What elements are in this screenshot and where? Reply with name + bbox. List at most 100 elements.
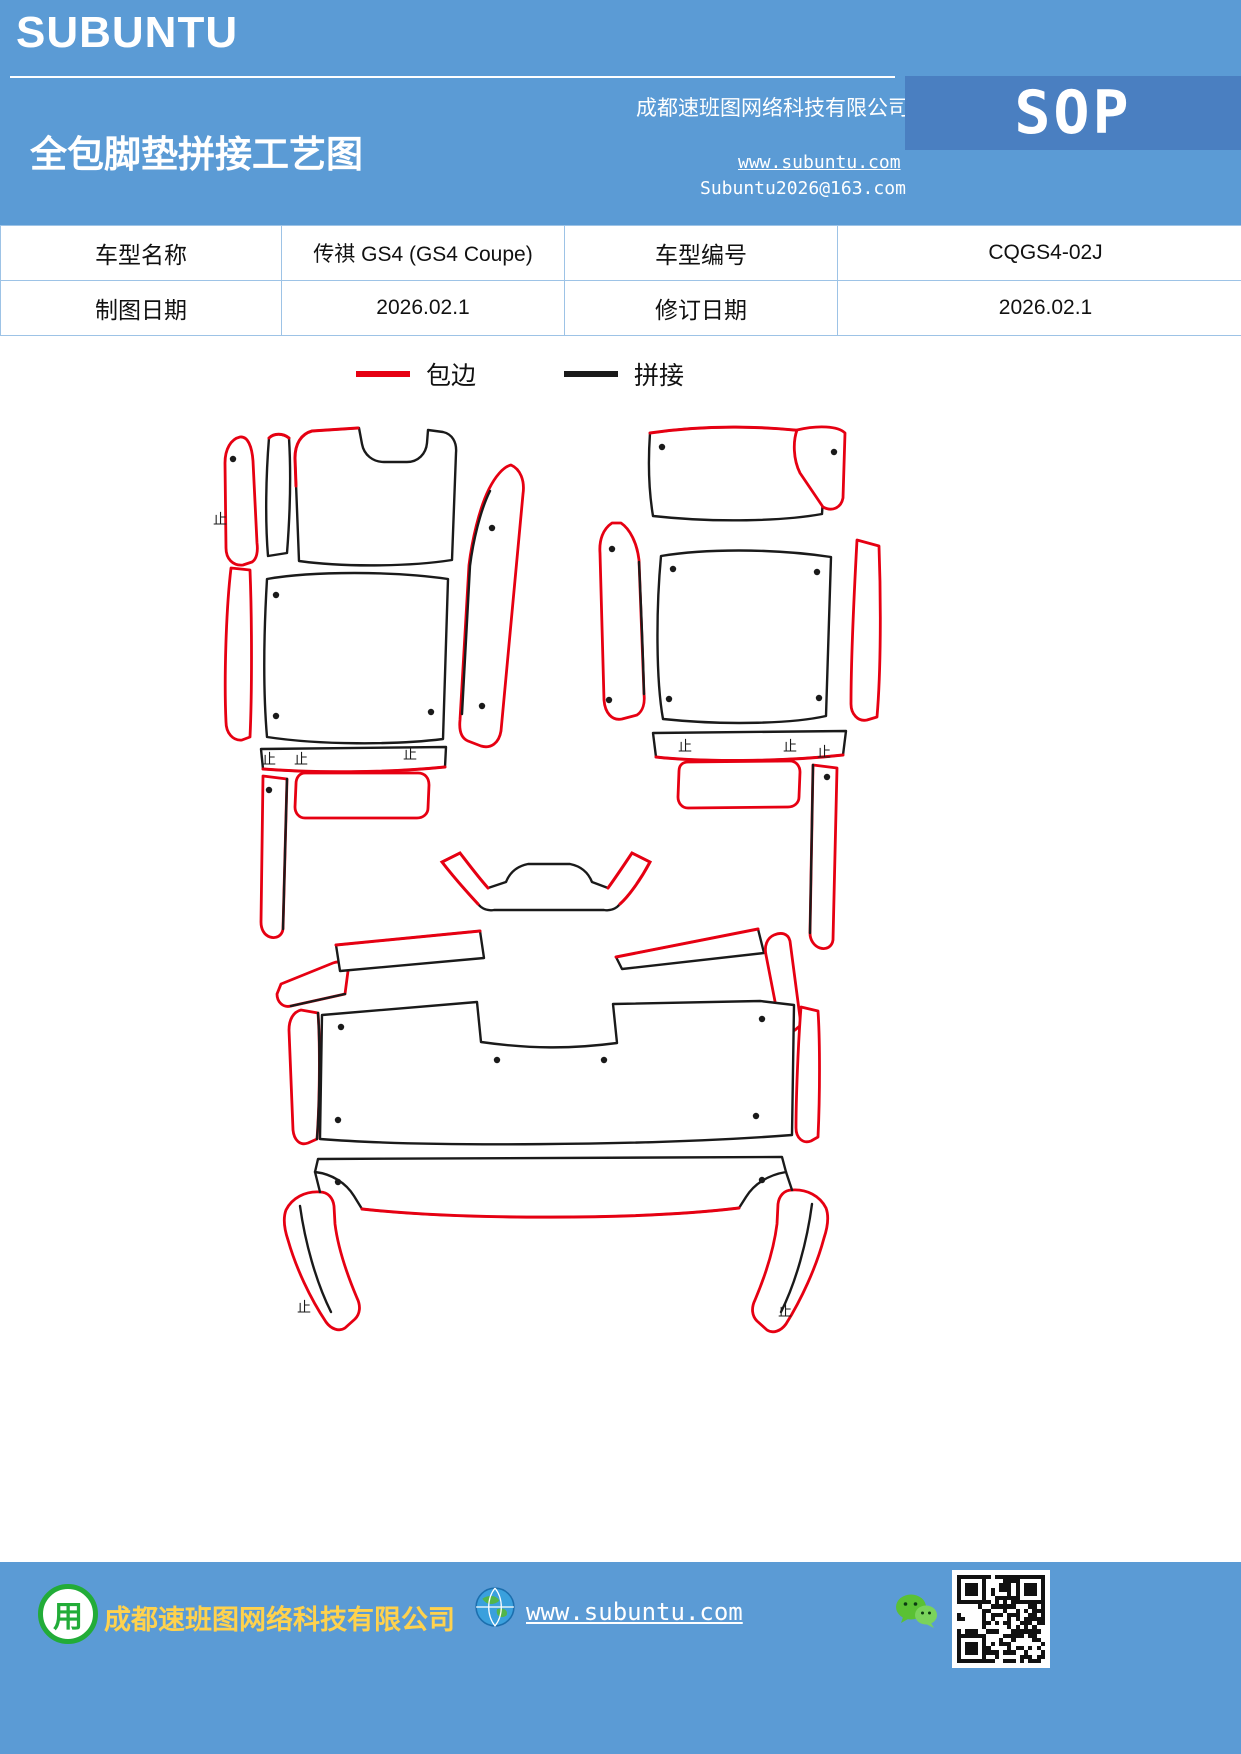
building-icon: 用 <box>38 1584 98 1644</box>
mat-piece <box>259 745 448 773</box>
legend-label-seam: 拼接 <box>634 362 685 390</box>
mat-piece <box>849 538 882 722</box>
mat-piece <box>287 1008 321 1146</box>
revise-date-value: 2026.02.1 <box>837 280 1241 336</box>
edge-binding-line <box>334 929 482 947</box>
fastener-dot <box>337 1023 345 1031</box>
seam-line <box>281 777 289 931</box>
fastener-dot <box>752 1112 760 1120</box>
seam-line <box>779 1202 814 1314</box>
fastener-dot <box>493 1056 501 1064</box>
mat-piece <box>282 1190 361 1332</box>
alignment-mark: 止 <box>678 738 692 754</box>
mat-piece <box>764 932 803 1034</box>
fastener-dot <box>265 786 273 794</box>
mat-piece <box>808 763 839 950</box>
mat-piece <box>334 929 486 973</box>
edge-binding-line <box>439 851 490 906</box>
edge-binding-line <box>654 753 845 763</box>
mat-piece <box>313 1155 788 1219</box>
mat-piece <box>263 571 450 745</box>
mat-piece <box>223 435 259 567</box>
page-title: 全包脚垫拼接工艺图 <box>30 134 363 175</box>
footer-website-link[interactable]: www.subuntu.com <box>526 1598 743 1626</box>
alignment-mark: 止 <box>262 751 276 767</box>
edge-line-swatch <box>356 371 410 377</box>
fastener-dot <box>600 1056 608 1064</box>
wechat-icon <box>893 1590 939 1637</box>
mat-piece <box>792 425 847 511</box>
info-table: 车型名称 传祺 GS4 (GS4 Coupe) 车型编号 CQGS4-02J 制… <box>0 225 1241 336</box>
fastener-dot <box>815 694 823 702</box>
legend-label-edge: 包边 <box>426 362 477 390</box>
mat-piece <box>651 729 848 762</box>
edge-binding-line <box>261 765 447 774</box>
alignment-mark: 止 <box>213 511 227 527</box>
mat-piece <box>440 851 652 912</box>
qr-code <box>952 1570 1050 1668</box>
fastener-dot <box>758 1176 766 1184</box>
mat-piece <box>259 774 289 939</box>
edge-binding-line <box>648 425 829 436</box>
fastener-dot <box>813 568 821 576</box>
globe-icon <box>474 1586 516 1633</box>
draw-date-value: 2026.02.1 <box>281 280 565 336</box>
edge-binding-line <box>606 851 653 906</box>
fastener-dot <box>605 696 613 704</box>
mat-piece <box>614 927 766 971</box>
sop-label: SOP <box>1014 78 1132 148</box>
seam-line <box>784 1170 794 1192</box>
alignment-mark: 止 <box>778 1303 792 1319</box>
sop-badge: SOP <box>905 76 1241 150</box>
footer: 用 成都速班图网络科技有限公司 www.subuntu.com <box>0 1562 1241 1754</box>
seam-line <box>460 489 492 716</box>
fastener-dot <box>758 1015 766 1023</box>
fastener-dot <box>229 455 237 463</box>
mat-piece <box>647 425 829 522</box>
model-name-value: 传祺 GS4 (GS4 Coupe) <box>281 225 565 281</box>
fastener-dot <box>658 443 666 451</box>
fastener-dot <box>427 708 435 716</box>
fastener-dot <box>608 545 616 553</box>
edge-binding-line <box>267 432 291 440</box>
fastener-dot <box>272 712 280 720</box>
header-divider <box>10 76 895 78</box>
mat-piece <box>598 521 646 721</box>
edge-binding-line <box>293 426 360 488</box>
mat-piece <box>318 999 796 1146</box>
table-row: 制图日期 2026.02.1 修订日期 2026.02.1 <box>0 280 1241 336</box>
mat-piece <box>751 1188 830 1334</box>
fastener-dot <box>669 565 677 573</box>
seam-line <box>289 992 347 1008</box>
mat-piece <box>458 463 525 749</box>
alignment-mark: 止 <box>403 746 417 762</box>
seam-line <box>313 1170 322 1194</box>
website-link[interactable]: www.subuntu.com <box>738 152 901 173</box>
mat-piece <box>656 549 833 725</box>
email-text: Subuntu2026@163.com <box>700 178 906 199</box>
model-code-label: 车型编号 <box>564 225 838 281</box>
mat-piece <box>293 426 458 567</box>
fastener-dot <box>478 702 486 710</box>
model-name-label: 车型名称 <box>0 225 282 281</box>
alignment-mark: 止 <box>817 744 831 760</box>
fastener-dot <box>334 1178 342 1186</box>
mat-piece <box>223 566 253 742</box>
footer-company-name: 成都速班图网络科技有限公司 <box>104 1605 455 1635</box>
edge-binding-line <box>360 1206 741 1219</box>
seam-line <box>637 560 646 696</box>
fastener-dot <box>823 773 831 781</box>
mat-piece <box>265 433 292 558</box>
seam-line <box>315 1011 321 1141</box>
alignment-mark: 止 <box>783 738 797 754</box>
fastener-dot <box>272 591 280 599</box>
fastener-dot <box>665 695 673 703</box>
alignment-mark: 止 <box>297 1299 311 1315</box>
draw-date-label: 制图日期 <box>0 280 282 336</box>
seam-line <box>298 1204 333 1314</box>
brand-logo: SUBUNTU <box>16 8 239 57</box>
seam-line-swatch <box>564 371 619 377</box>
seam-line <box>808 763 815 935</box>
edge-binding-line <box>614 927 760 959</box>
